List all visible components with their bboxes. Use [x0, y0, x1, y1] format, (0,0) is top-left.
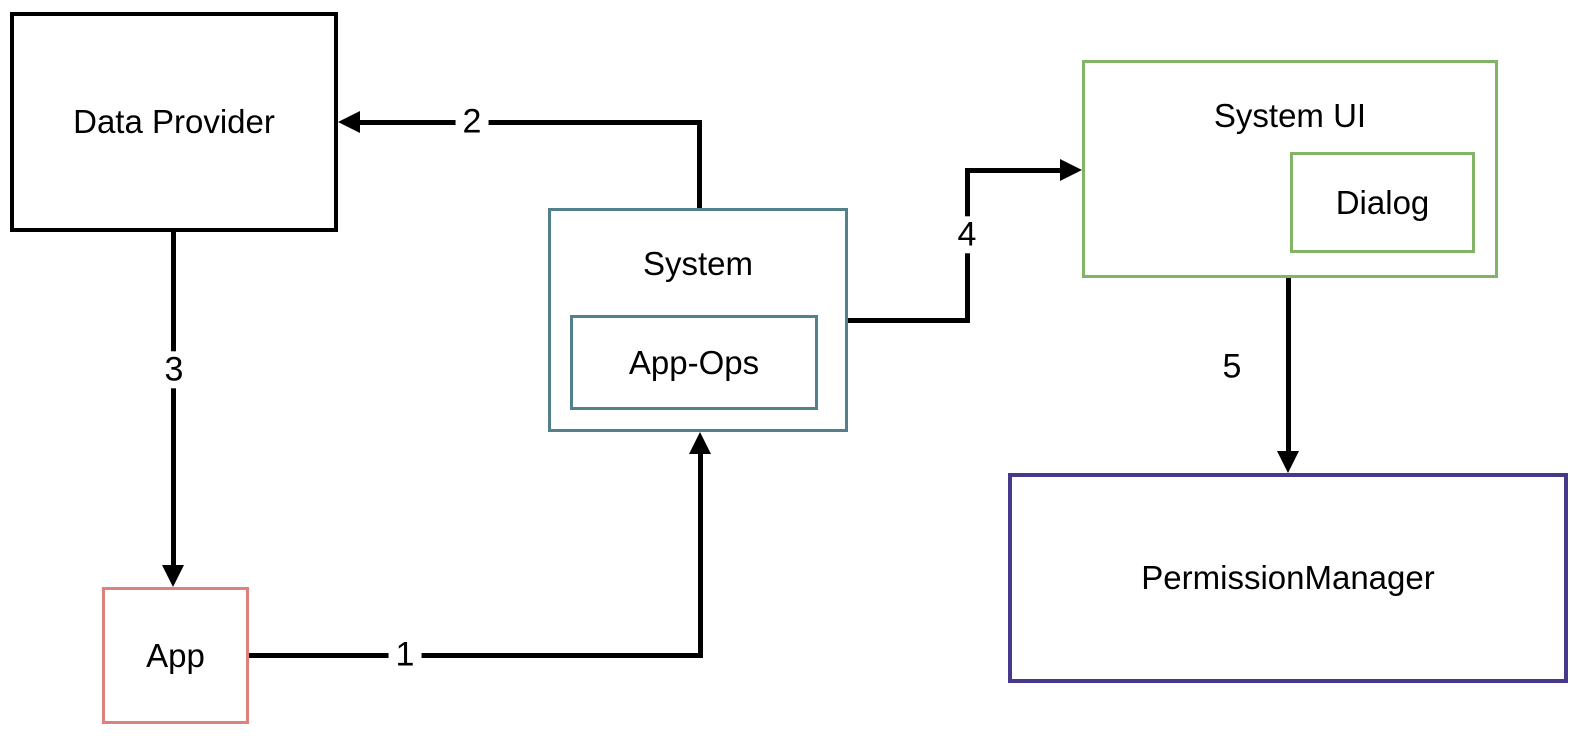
node-app-ops: App-Ops [570, 315, 818, 410]
edge-4-line-horizontal-lower [848, 318, 970, 323]
edge-3-label: 3 [157, 350, 191, 389]
node-app-ops-label: App-Ops [628, 343, 760, 381]
edge-5-arrowhead-icon [1277, 451, 1299, 473]
node-app-label: App [146, 636, 205, 674]
edge-2-line-vertical [697, 120, 702, 208]
edge-4-arrowhead-icon [1060, 159, 1082, 181]
edge-3-line-vertical [171, 232, 176, 567]
node-dialog: Dialog [1290, 152, 1475, 253]
node-data-provider: Data Provider [10, 12, 338, 232]
node-dialog-label: Dialog [1335, 183, 1430, 221]
edge-3-arrowhead-icon [162, 565, 184, 587]
edge-1-line-vertical [698, 450, 703, 658]
edge-2-label: 2 [455, 102, 489, 141]
node-system-ui-label: System UI [1213, 97, 1367, 134]
node-data-provider-label: Data Provider [73, 103, 275, 140]
edge-5-label: 5 [1215, 347, 1249, 386]
edge-1-arrowhead-icon [689, 432, 711, 454]
edge-4-line-horizontal-upper [965, 168, 1062, 173]
node-app: App [102, 587, 249, 724]
node-permission-manager: PermissionManager [1008, 473, 1568, 683]
edge-5-line-vertical [1286, 278, 1291, 454]
edge-1-line-horizontal [249, 653, 703, 658]
edge-2-line-horizontal [356, 120, 702, 125]
edge-4-label: 4 [950, 215, 984, 254]
node-permission-manager-label: PermissionManager [1141, 559, 1435, 596]
edge-1-label: 1 [388, 635, 422, 674]
edge-2-arrowhead-icon [338, 111, 360, 133]
node-system-label: System [642, 245, 754, 282]
